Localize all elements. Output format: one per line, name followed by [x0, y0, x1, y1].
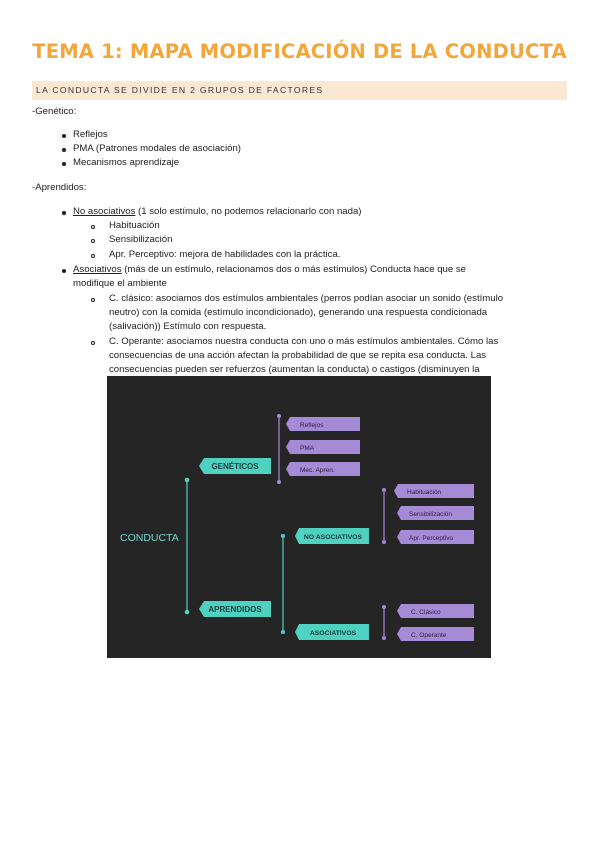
asociativos-box	[295, 624, 369, 640]
asociativos-desc: (más de un estímulo, relacionamos dos o …	[121, 264, 467, 275]
connector-dot-icon	[281, 534, 285, 538]
no-asoc-item-perceptivo: Apr. Perceptivo: mejora de habilidades c…	[109, 249, 341, 260]
no-asociativos-diagram-label: NO ASOCIATIVOS	[304, 534, 363, 541]
gen-item-pma: PMA	[300, 445, 315, 452]
circle-bullet-icon	[91, 341, 95, 345]
circle-bullet-icon	[91, 298, 95, 302]
asociativos-line: Asociativos (más de un estímulo, relacio…	[73, 263, 466, 278]
circle-bullet-icon	[91, 239, 95, 243]
connector-dot-icon	[184, 477, 190, 483]
no-asociativos-label: No asociativos	[73, 206, 136, 217]
genetico-item-mecanismos: Mecanismos aprendizaje	[73, 157, 180, 168]
aprendidos-label: APRENDIDOS	[208, 605, 262, 614]
connector-dot-icon	[382, 636, 386, 640]
asociativos-desc-line2: modifique el ambiente	[73, 278, 167, 289]
gen-item-mec-box	[286, 462, 360, 476]
diagram-c-operante: C. Operante	[411, 632, 447, 639]
asociativos-label: Asociativos	[73, 264, 122, 275]
circle-bullet-icon	[91, 225, 95, 229]
diagram-habituacion: Habituación	[407, 489, 442, 496]
no-asociativos-line: No asociativos (1 solo estímulo, no pode…	[73, 205, 362, 220]
section-header-text: LA CONDUCTA SE DIVIDE EN 2 GRUPOS DE FAC…	[36, 85, 324, 95]
diagram-root-label: CONDUCTA	[120, 532, 179, 544]
gen-item-mec: Mec. Apren.	[300, 467, 335, 474]
geneticos-box	[199, 458, 271, 474]
c-clasico-line-1: C. clásico: asociamos dos estímulos ambi…	[109, 293, 504, 304]
bullet-icon	[62, 211, 66, 215]
genetico-heading: -Genético:	[32, 106, 77, 117]
genetico-item-reflejos: Reflejos	[73, 129, 108, 140]
gen-item-reflejos: Reflejos	[300, 422, 324, 429]
genetico-item-pma: PMA (Patrones modales de asociación)	[73, 143, 241, 154]
connector-dot-icon	[184, 609, 190, 615]
bullet-icon	[62, 148, 66, 152]
no-asociativos-box	[295, 528, 369, 544]
bullet-icon	[62, 162, 66, 166]
no-asoc-item-sensibilizacion: Sensibilización	[109, 234, 173, 245]
aprendidos-box	[199, 601, 271, 617]
section-header: LA CONDUCTA SE DIVIDE EN 2 GRUPOS DE FAC…	[32, 81, 567, 100]
no-asoc-item-habituacion: Habituación	[109, 220, 160, 231]
asoc-item-clasico-box	[397, 604, 474, 618]
no-asociativos-desc: (1 solo estímulo, no podemos relacionarl…	[135, 206, 362, 217]
c-operante-line-1: C. Operante: asociamos nuestra conducta …	[109, 336, 499, 347]
connector-dot-icon	[382, 605, 386, 609]
asoc-item-operante-box	[397, 627, 474, 641]
concept-map-diagram: CONDUCTA GENÉTICOS Reflejos PMA Mec. Apr…	[107, 376, 491, 658]
circle-bullet-icon	[91, 254, 95, 258]
connector-dot-icon	[281, 630, 285, 634]
no-asoc-item-perceptivo-box	[397, 530, 474, 544]
gen-item-reflejos-box	[286, 417, 360, 431]
connector-dot-icon	[382, 540, 386, 544]
no-asoc-item-sensibilizacion-box	[397, 506, 474, 520]
c-operante-line-3: consecuencias pueden ser refuerzos (aume…	[109, 364, 480, 375]
bullet-icon	[62, 269, 66, 273]
bullet-icon	[62, 134, 66, 138]
connector-dot-icon	[277, 414, 281, 418]
connector-dot-icon	[382, 488, 386, 492]
page-title: TEMA 1: MAPA MODIFICACIÓN DE LA CONDUCTA	[32, 40, 567, 63]
diagram-perceptivo: Apr. Perceptivo	[409, 535, 453, 542]
diagram-c-clasico: C. Clásico	[411, 609, 441, 616]
connector-dot-icon	[277, 480, 281, 484]
diagram-sensibilizacion: Sensibilización	[409, 511, 452, 518]
geneticos-label: GENÉTICOS	[211, 462, 259, 471]
gen-item-pma-box	[286, 440, 360, 454]
c-operante-line-2: consecuencias de una acción afectan la p…	[109, 350, 487, 361]
c-clasico-line-2: neutro) con la comida (estímulo incondic…	[109, 307, 488, 318]
asociativos-diagram-label: ASOCIATIVOS	[310, 630, 357, 637]
no-asoc-item-habituacion-box	[394, 484, 474, 498]
aprendidos-heading: -Aprendidos:	[32, 182, 87, 193]
c-clasico-line-3: (salivación)) Estímulo con respuesta.	[109, 321, 267, 332]
